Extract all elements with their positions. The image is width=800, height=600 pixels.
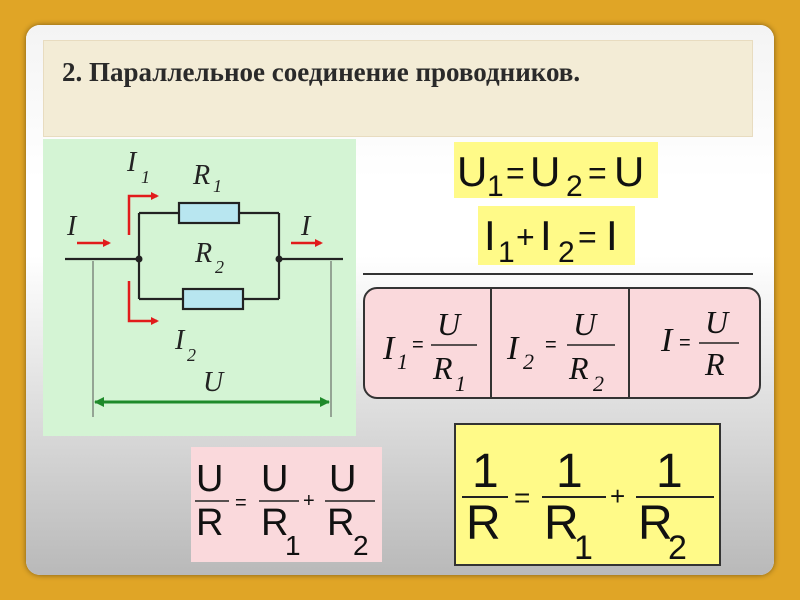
formula-current-svg: I 1 + I 2 = I	[484, 212, 618, 269]
resistor-r2	[181, 287, 245, 311]
fr-plus: +	[610, 481, 625, 511]
ohm2-num: U	[573, 306, 598, 342]
formula-current: I 1 + I 2 = I	[478, 206, 635, 269]
fs-d3: R	[327, 502, 354, 544]
label-voltage: U	[203, 367, 225, 398]
formula-sum-u-svg: U R = U R 1 + U R 2	[195, 458, 375, 561]
fs-eq: =	[235, 492, 247, 514]
fr-n2: 1	[556, 445, 583, 498]
label-i1: I	[126, 147, 138, 178]
fv-u1-sub: 1	[487, 170, 504, 198]
fs-n1: U	[196, 458, 223, 500]
circuit-diagram: I I I 1 R 1 R 2 I 2 U	[65, 147, 343, 417]
fr-d1: R	[466, 497, 501, 550]
fv-u: U	[614, 148, 644, 195]
fr-n3: 1	[656, 445, 683, 498]
slide: 2. Параллельное соединение проводников.	[26, 25, 774, 575]
fs-d2-sub: 1	[285, 530, 301, 561]
label-r1-sub: 1	[213, 176, 222, 196]
fc-eq: =	[578, 219, 597, 255]
fc-i1-sub: 1	[498, 236, 515, 265]
fc-i2-sub: 2	[558, 236, 575, 265]
fc-i: I	[606, 212, 618, 259]
ohm1-num: U	[437, 306, 462, 342]
divider-line	[363, 273, 753, 275]
label-i1-sub: 1	[141, 167, 150, 187]
current-arrow-i1	[127, 192, 159, 235]
fs-d3-sub: 2	[353, 530, 369, 561]
fr-d3: R	[638, 497, 673, 550]
current-arrow-i2	[127, 281, 159, 325]
label-current-out: I	[300, 211, 312, 242]
fs-d1: R	[196, 502, 223, 544]
fs-n3: U	[329, 458, 356, 500]
label-r1: R	[192, 160, 210, 191]
fc-i2: I	[540, 212, 552, 259]
formula-sum-u: U R = U R 1 + U R 2	[191, 447, 382, 562]
ohm2-eq: =	[545, 334, 557, 356]
label-r2: R	[194, 238, 212, 269]
ohm-total-eq: =	[679, 332, 691, 354]
ohm-law-panel: I 1 = U R 1 I 2 = U R 2 I = U R	[363, 287, 761, 399]
ohm-divider-2	[628, 289, 630, 397]
formula-voltage-svg: U 1 = U 2 = U	[457, 148, 644, 203]
fr-d2: R	[544, 497, 579, 550]
fv-u1: U	[457, 148, 487, 195]
fv-u2-sub: 2	[566, 170, 583, 198]
label-current-in: I	[66, 211, 78, 242]
ohm2-lhs: I	[506, 330, 520, 367]
circuit-diagram-panel: I I I 1 R 1 R 2 I 2 U	[43, 139, 356, 436]
formula-reciprocal-svg: 1 R = 1 R 1 + 1 R 2	[462, 445, 714, 567]
ohm-formulas-svg: I 1 = U R 1 I 2 = U R 2 I = U R	[382, 304, 739, 396]
label-r2-sub: 2	[215, 257, 224, 277]
ohm-total-den: R	[704, 346, 725, 382]
title-box: 2. Параллельное соединение проводников.	[43, 40, 753, 137]
ohm2-den-sub: 2	[593, 371, 604, 396]
fv-u2: U	[530, 148, 560, 195]
slide-title: 2. Параллельное соединение проводников.	[62, 57, 581, 87]
ohm1-den: R	[432, 350, 453, 386]
junction-right	[275, 255, 283, 263]
fs-plus: +	[303, 490, 315, 512]
fs-d2: R	[261, 502, 288, 544]
ohm2-den: R	[568, 350, 589, 386]
fr-eq: =	[514, 482, 530, 513]
formula-reciprocal: 1 R = 1 R 1 + 1 R 2	[454, 423, 721, 567]
ohm2-lhs-sub: 2	[523, 349, 534, 374]
ohm1-eq: =	[412, 334, 424, 356]
label-i2: I	[174, 325, 186, 356]
junction-left	[135, 255, 143, 263]
fv-eq1: =	[506, 155, 525, 191]
resistor-r1	[177, 201, 241, 225]
fr-n1: 1	[472, 445, 499, 498]
fr-d2-sub: 1	[574, 529, 593, 564]
ohm1-lhs: I	[382, 330, 396, 367]
ohm-total-lhs: I	[660, 322, 674, 359]
fv-eq2: =	[588, 155, 607, 191]
ohm1-den-sub: 1	[455, 371, 466, 396]
label-i2-sub: 2	[187, 345, 196, 365]
ohm1-lhs-sub: 1	[397, 349, 408, 374]
ohm-divider-1	[490, 289, 492, 397]
fr-d3-sub: 2	[668, 529, 687, 564]
ohm-total-num: U	[705, 304, 730, 340]
fc-i1: I	[484, 212, 496, 259]
fc-plus: +	[516, 219, 535, 255]
formula-voltage: U 1 = U 2 = U	[454, 142, 658, 203]
fs-n2: U	[261, 458, 288, 500]
